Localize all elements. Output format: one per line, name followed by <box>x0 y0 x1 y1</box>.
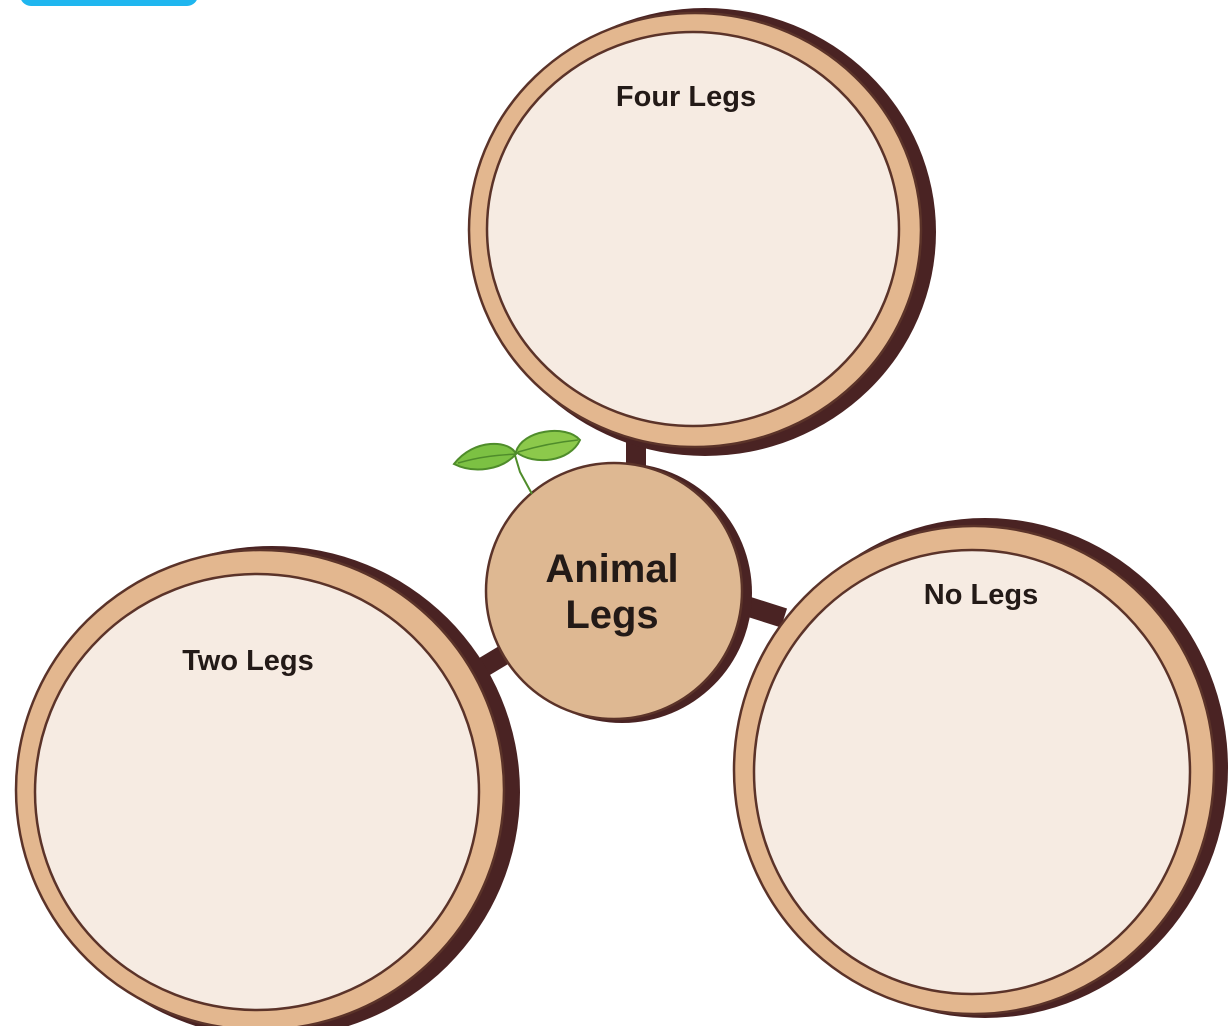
group-four-legs: Four Legs <box>469 8 936 456</box>
center-title-line-1: Animal <box>545 547 678 591</box>
center-node: Animal Legs <box>486 463 752 723</box>
corner-tab <box>20 0 198 6</box>
label-four-legs: Four Legs <box>616 81 756 113</box>
leaf-right <box>516 431 580 460</box>
label-no-legs: No Legs <box>924 579 1038 611</box>
center-title: Animal <box>545 547 678 591</box>
label-two-legs: Two Legs <box>182 645 314 677</box>
group-two-legs: Two Legs <box>16 546 520 1026</box>
center-title-line-2: Legs <box>565 593 658 637</box>
center-title: Legs <box>565 593 658 637</box>
ring-inner <box>754 550 1190 994</box>
group-no-legs: No Legs <box>734 518 1228 1018</box>
center-circle <box>486 463 742 719</box>
ring-inner <box>35 574 479 1010</box>
